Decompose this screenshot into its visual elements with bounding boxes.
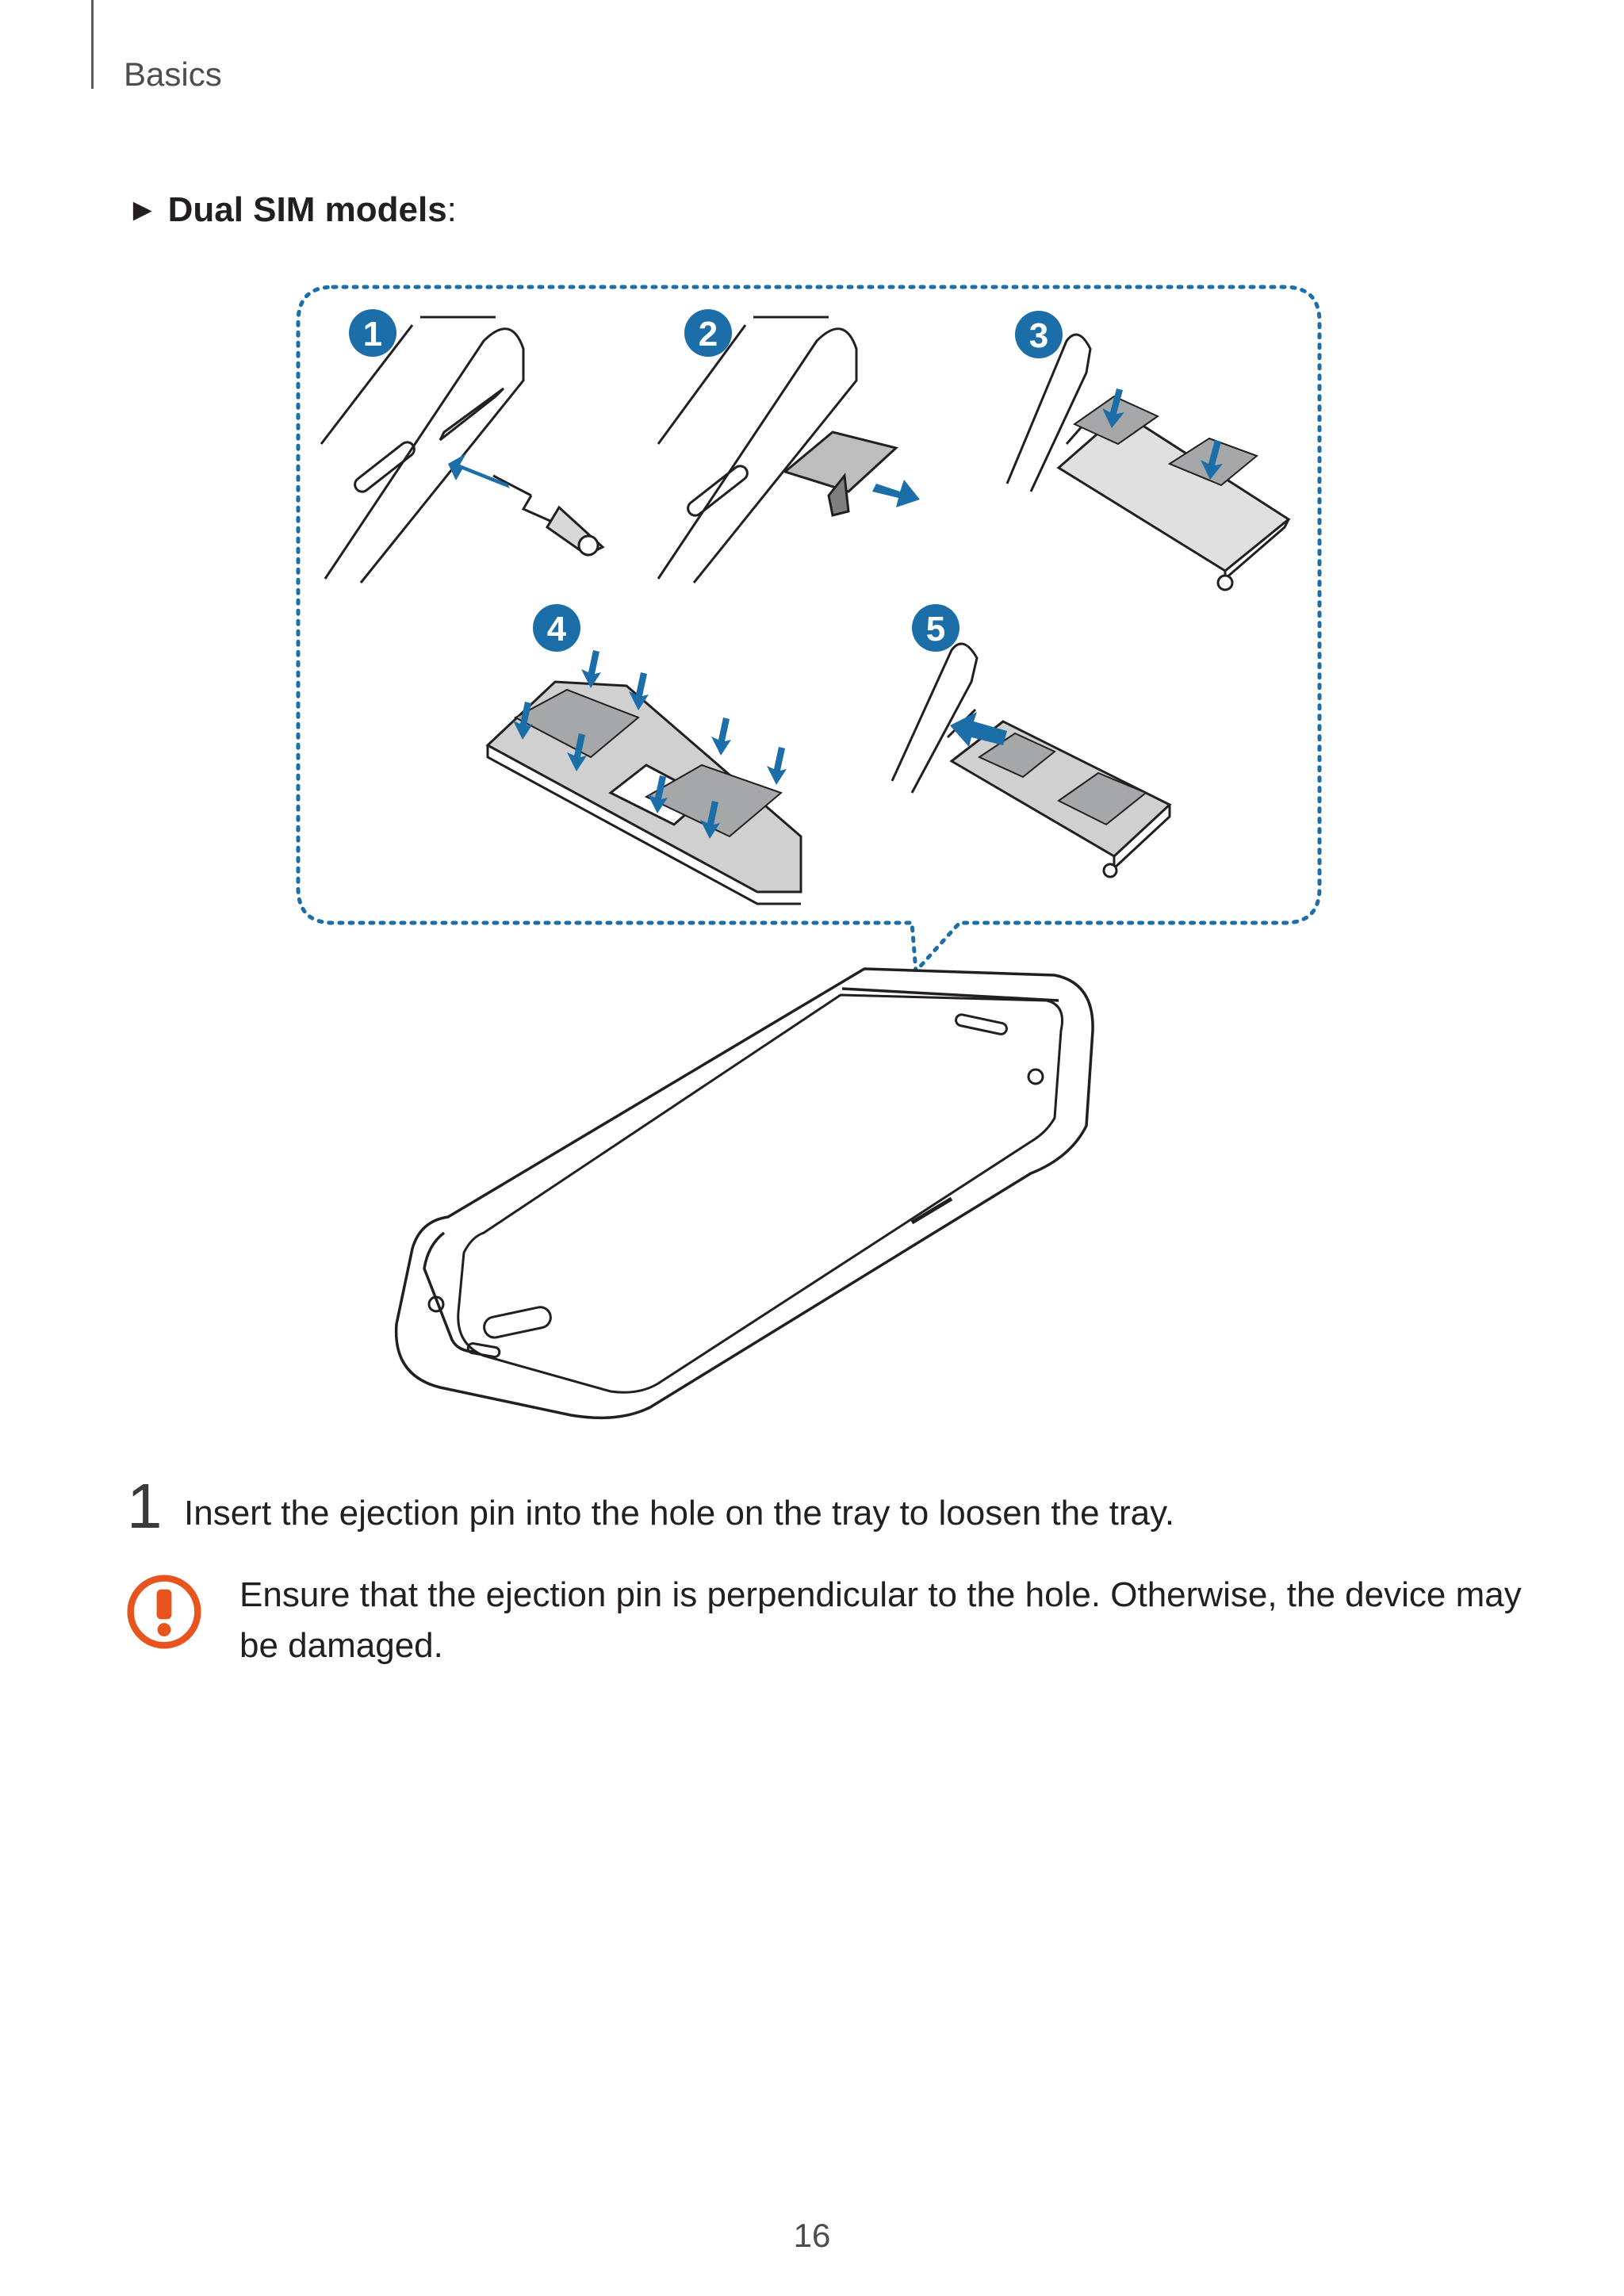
earpiece xyxy=(955,1013,1008,1035)
heading-label: Dual SIM models xyxy=(167,190,447,229)
callout-bubble xyxy=(296,285,1322,976)
step-badge-4 xyxy=(533,604,580,652)
panel-3-arrow-b xyxy=(1201,440,1223,480)
step-badge-1-label: 1 xyxy=(363,315,382,354)
front-sensor xyxy=(1027,1068,1044,1085)
triangle-bullet-icon: ► xyxy=(127,192,159,228)
caution-text: Ensure that the ejection pin is perpendi… xyxy=(239,1575,1522,1665)
panel-4-sim-a xyxy=(513,688,640,759)
side-button xyxy=(910,1196,953,1225)
panel-5-arrow xyxy=(950,712,1007,747)
panel-1 xyxy=(320,316,605,584)
phone-screen xyxy=(457,993,1063,1394)
step-badge-1 xyxy=(349,309,396,357)
step-text: Insert the ejection pin into the hole on… xyxy=(184,1494,1175,1533)
step-badge-3 xyxy=(1015,311,1063,358)
home-button xyxy=(483,1306,552,1339)
step-badge-2-label: 2 xyxy=(699,315,718,354)
heading-colon: : xyxy=(446,190,457,229)
panel-4-sim-b xyxy=(644,763,783,838)
header-rule xyxy=(91,0,94,89)
sim-tray-illustration: 1 2 3 4 5 xyxy=(296,285,1322,1420)
panel-2 xyxy=(657,316,899,584)
caution-icon xyxy=(127,1575,201,1649)
step-badge-4-label: 4 xyxy=(547,610,567,649)
section-title: Basics xyxy=(124,55,222,93)
panel-2-arrow xyxy=(872,480,920,507)
step-number: 1 xyxy=(127,1471,163,1541)
step-badge-3-label: 3 xyxy=(1029,316,1048,355)
usb-port xyxy=(466,1342,501,1358)
panel-1-arrow xyxy=(448,453,510,488)
headphone-jack xyxy=(427,1295,445,1313)
step-badge-2 xyxy=(684,309,732,357)
page-number: 16 xyxy=(793,2217,831,2254)
panel-3-arrow-a xyxy=(1102,388,1124,428)
panel-4-arrows xyxy=(513,650,787,839)
step-badge-5 xyxy=(912,604,959,652)
callout-badges: 1 2 3 4 5 xyxy=(349,309,1063,652)
step-badge-5-label: 5 xyxy=(926,610,945,649)
model-heading: ► Dual SIM models : xyxy=(127,190,457,230)
panel-5-sim-b xyxy=(1057,771,1147,826)
